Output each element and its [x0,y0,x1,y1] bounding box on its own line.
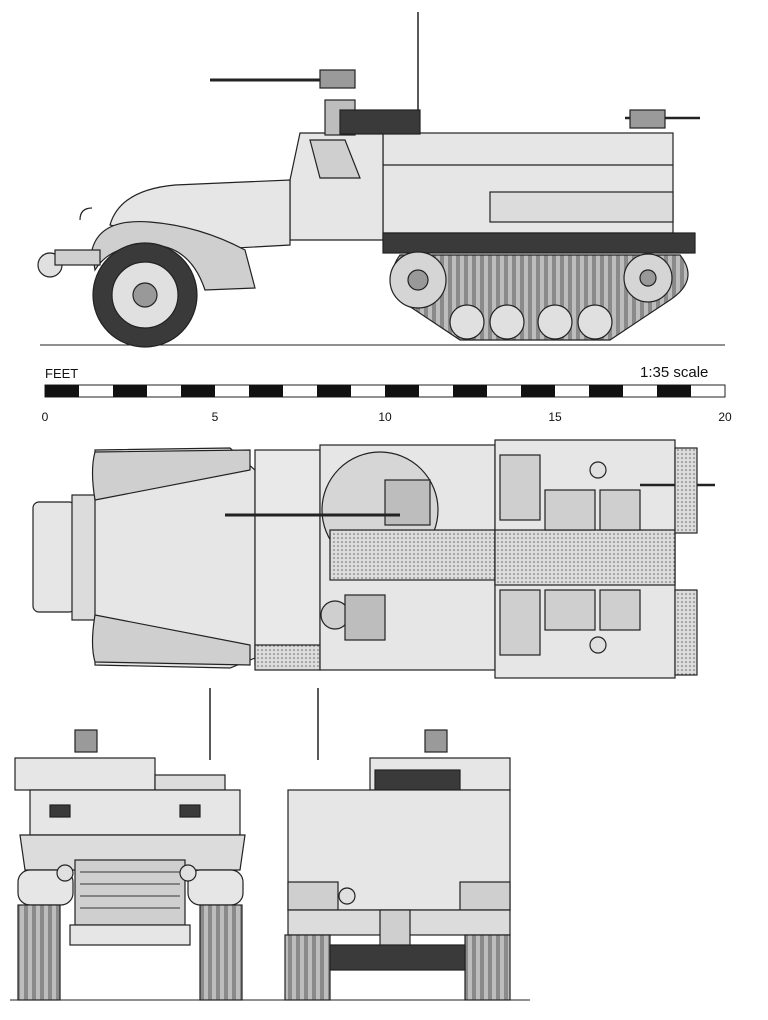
scale-bar-segment [385,385,419,397]
scale-bar-segment [113,385,147,397]
scale-bar-segment [249,385,283,397]
scale-tick-label: 0 [41,410,49,424]
scale-tick-label: 20 [718,410,732,424]
right-fender [91,614,251,666]
rear-view [284,688,511,1001]
front-view [10,688,530,1001]
radiator-grille [74,859,186,926]
scale-bar-segment [521,385,555,397]
scale-bar-segment [181,385,215,397]
side-view [37,12,725,348]
scale-tick-label: 10 [378,410,392,424]
scale-bar-segment [317,385,351,397]
scale-ratio-label: 1:35 scale [640,364,709,381]
left-fender [91,449,251,501]
scale-bar-segment [45,385,79,397]
scale-bar-segment [589,385,623,397]
scale-bar [44,384,726,398]
front-roller [32,501,76,613]
scale-bar-segment [657,385,691,397]
scale-tick-label: 15 [548,410,562,424]
scale-tick-label: 5 [211,410,219,424]
top-view [32,439,715,679]
scale-unit-label: FEET [45,366,79,381]
scale-bar-segment [453,385,487,397]
